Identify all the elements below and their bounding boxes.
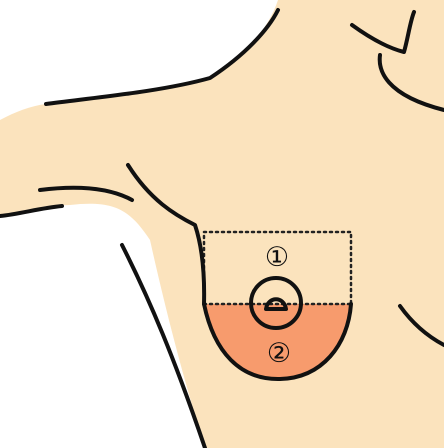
- nipple: [264, 297, 288, 311]
- shoulder-outline: [44, 8, 280, 106]
- right-breast-edge-outline: [398, 304, 444, 347]
- breast-lower-outline: [202, 302, 353, 382]
- collarbone-outline: [377, 53, 444, 112]
- neck-outline: [350, 10, 416, 54]
- torso-side-outline: [126, 163, 207, 306]
- torso-skin: [46, 0, 444, 448]
- armpit-outline: [38, 185, 134, 202]
- arm-lower-outline: [0, 204, 64, 218]
- lower-region-fill: [204, 304, 351, 380]
- body-lower-side-outline: [120, 243, 207, 448]
- region-label-upper: ①: [264, 241, 290, 273]
- arm-skin: [0, 104, 46, 216]
- region-label-lower: ②: [266, 337, 292, 369]
- areola: [249, 276, 303, 330]
